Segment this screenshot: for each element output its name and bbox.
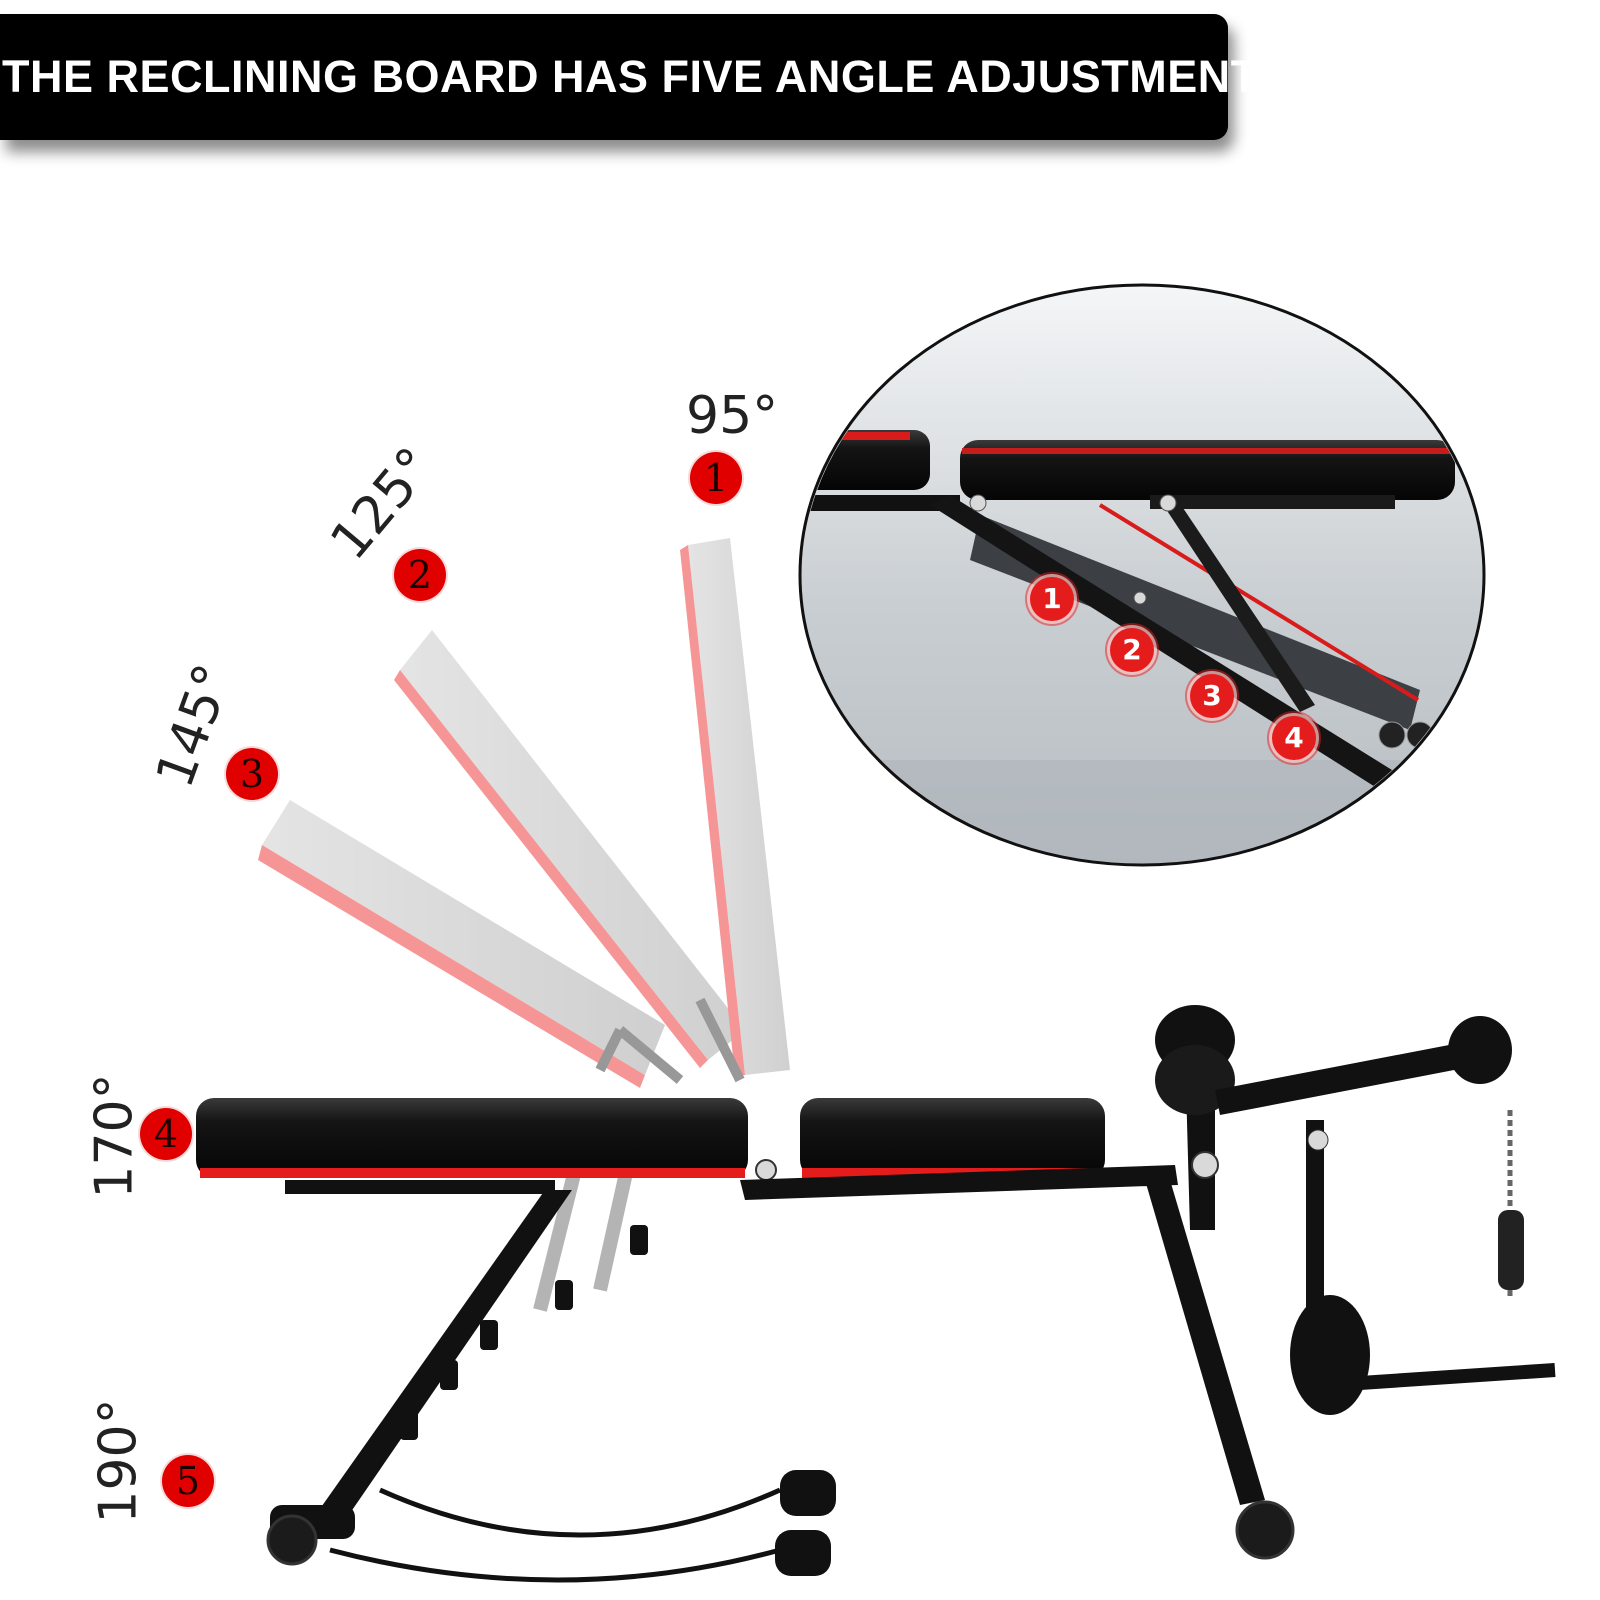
bench bbox=[196, 1005, 1556, 1583]
inset-hole-badge-2: 2 bbox=[1110, 628, 1154, 672]
inset-hole-badge-4: 4 bbox=[1272, 716, 1316, 760]
position-badge-5: 5 bbox=[162, 1455, 214, 1507]
title-text: THE RECLINING BOARD HAS FIVE ANGLE ADJUS… bbox=[2, 51, 1290, 102]
position-badge-4: 4 bbox=[140, 1108, 192, 1160]
angle-label-1: 95° bbox=[686, 386, 779, 446]
angle-label-5: 190° bbox=[88, 1398, 149, 1524]
angle-label-4: 170° bbox=[84, 1073, 145, 1199]
inset-hole-badge-1: 1 bbox=[1030, 577, 1074, 621]
position-badge-2: 2 bbox=[394, 549, 446, 601]
inset-closeup bbox=[798, 283, 1486, 867]
position-badge-1: 1 bbox=[690, 452, 742, 504]
ghost-backrests bbox=[258, 538, 790, 1312]
title-banner: THE RECLINING BOARD HAS FIVE ANGLE ADJUS… bbox=[0, 14, 1289, 140]
position-badge-3: 3 bbox=[226, 748, 278, 800]
inset-hole-badge-3: 3 bbox=[1190, 674, 1234, 718]
